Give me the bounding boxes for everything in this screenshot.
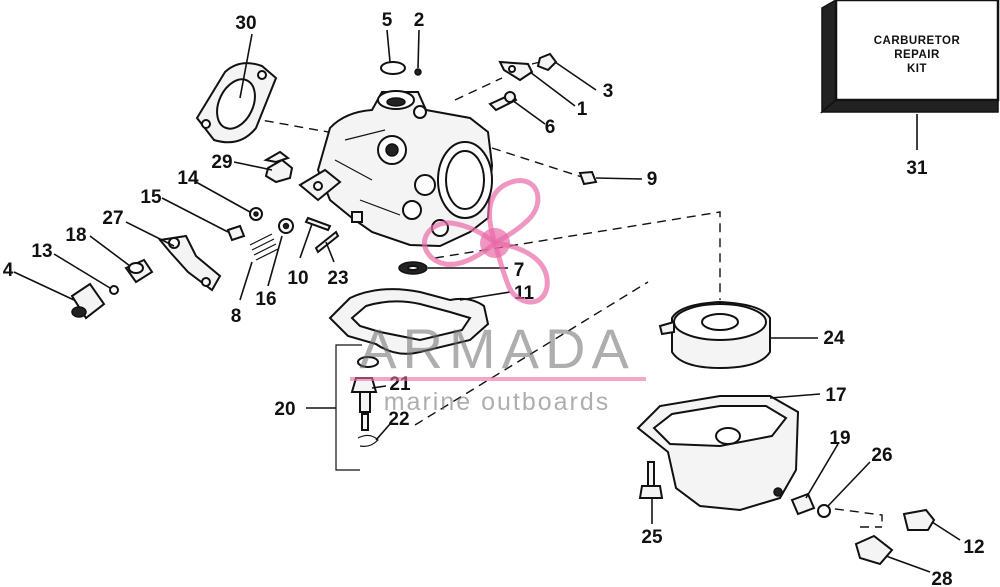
callout-15: 15 (140, 187, 162, 208)
callout-30: 30 (235, 13, 256, 34)
armada-watermark: ARMADA marine outboards (350, 178, 646, 416)
assembly-guide-lines (249, 77, 883, 528)
callout-7: 7 (514, 260, 525, 281)
callout-28: 28 (931, 569, 952, 587)
callout-12: 12 (963, 537, 984, 558)
part-30-flange-gasket (195, 62, 278, 144)
callout-20: 20 (274, 399, 295, 420)
carburetor-body (316, 90, 494, 248)
callout-3: 3 (603, 81, 614, 102)
part-7-washer (398, 261, 428, 275)
part-17-float-bowl (636, 395, 800, 512)
callout-26: 26 (871, 445, 892, 466)
leader-lines (13, 29, 961, 573)
callout-9: 9 (647, 169, 658, 190)
callout-1: 1 (577, 99, 588, 120)
part-11-bowl-gasket (328, 288, 490, 355)
linkage-parts-left (70, 207, 340, 320)
part-31-repair-kit-box: CARBURETOR REPAIR KIT (819, 0, 1000, 114)
callout-13: 13 (31, 241, 52, 262)
callout-23: 23 (327, 268, 348, 289)
callout-2: 2 (414, 10, 425, 31)
callout-10: 10 (287, 268, 308, 289)
callout-22: 22 (388, 409, 409, 430)
callout-14: 14 (177, 168, 199, 189)
part-24-float (658, 300, 771, 370)
watermark-tagline: marine outboards (384, 388, 611, 416)
callout-25: 25 (641, 527, 663, 548)
callout-8: 8 (231, 306, 242, 327)
callout-29: 29 (211, 152, 232, 173)
kit-label-line-3: KIT (907, 63, 927, 75)
callout-5: 5 (382, 10, 393, 31)
watermark-brand: ARMADA (359, 317, 635, 380)
kit-label-line-1: CARBURETOR (874, 35, 961, 47)
propeller-logo-icon (422, 178, 550, 305)
watermark-underline (350, 377, 646, 381)
callout-18: 18 (65, 225, 86, 246)
bottom-hardware (638, 461, 936, 566)
part-29-throttle-lever (263, 150, 342, 202)
callout-numbers: 30 5 2 3 1 6 9 31 29 14 15 27 18 13 4 8 … (3, 10, 985, 587)
callout-31: 31 (906, 158, 928, 179)
small-hardware-top (380, 52, 598, 186)
kit-label-line-2: REPAIR (894, 49, 940, 61)
callout-17: 17 (825, 385, 846, 406)
callout-24: 24 (823, 328, 845, 349)
callout-6: 6 (545, 117, 556, 138)
callout-16: 16 (255, 289, 276, 310)
callout-4: 4 (3, 260, 14, 281)
callout-19: 19 (829, 428, 850, 449)
callout-27: 27 (102, 208, 123, 229)
